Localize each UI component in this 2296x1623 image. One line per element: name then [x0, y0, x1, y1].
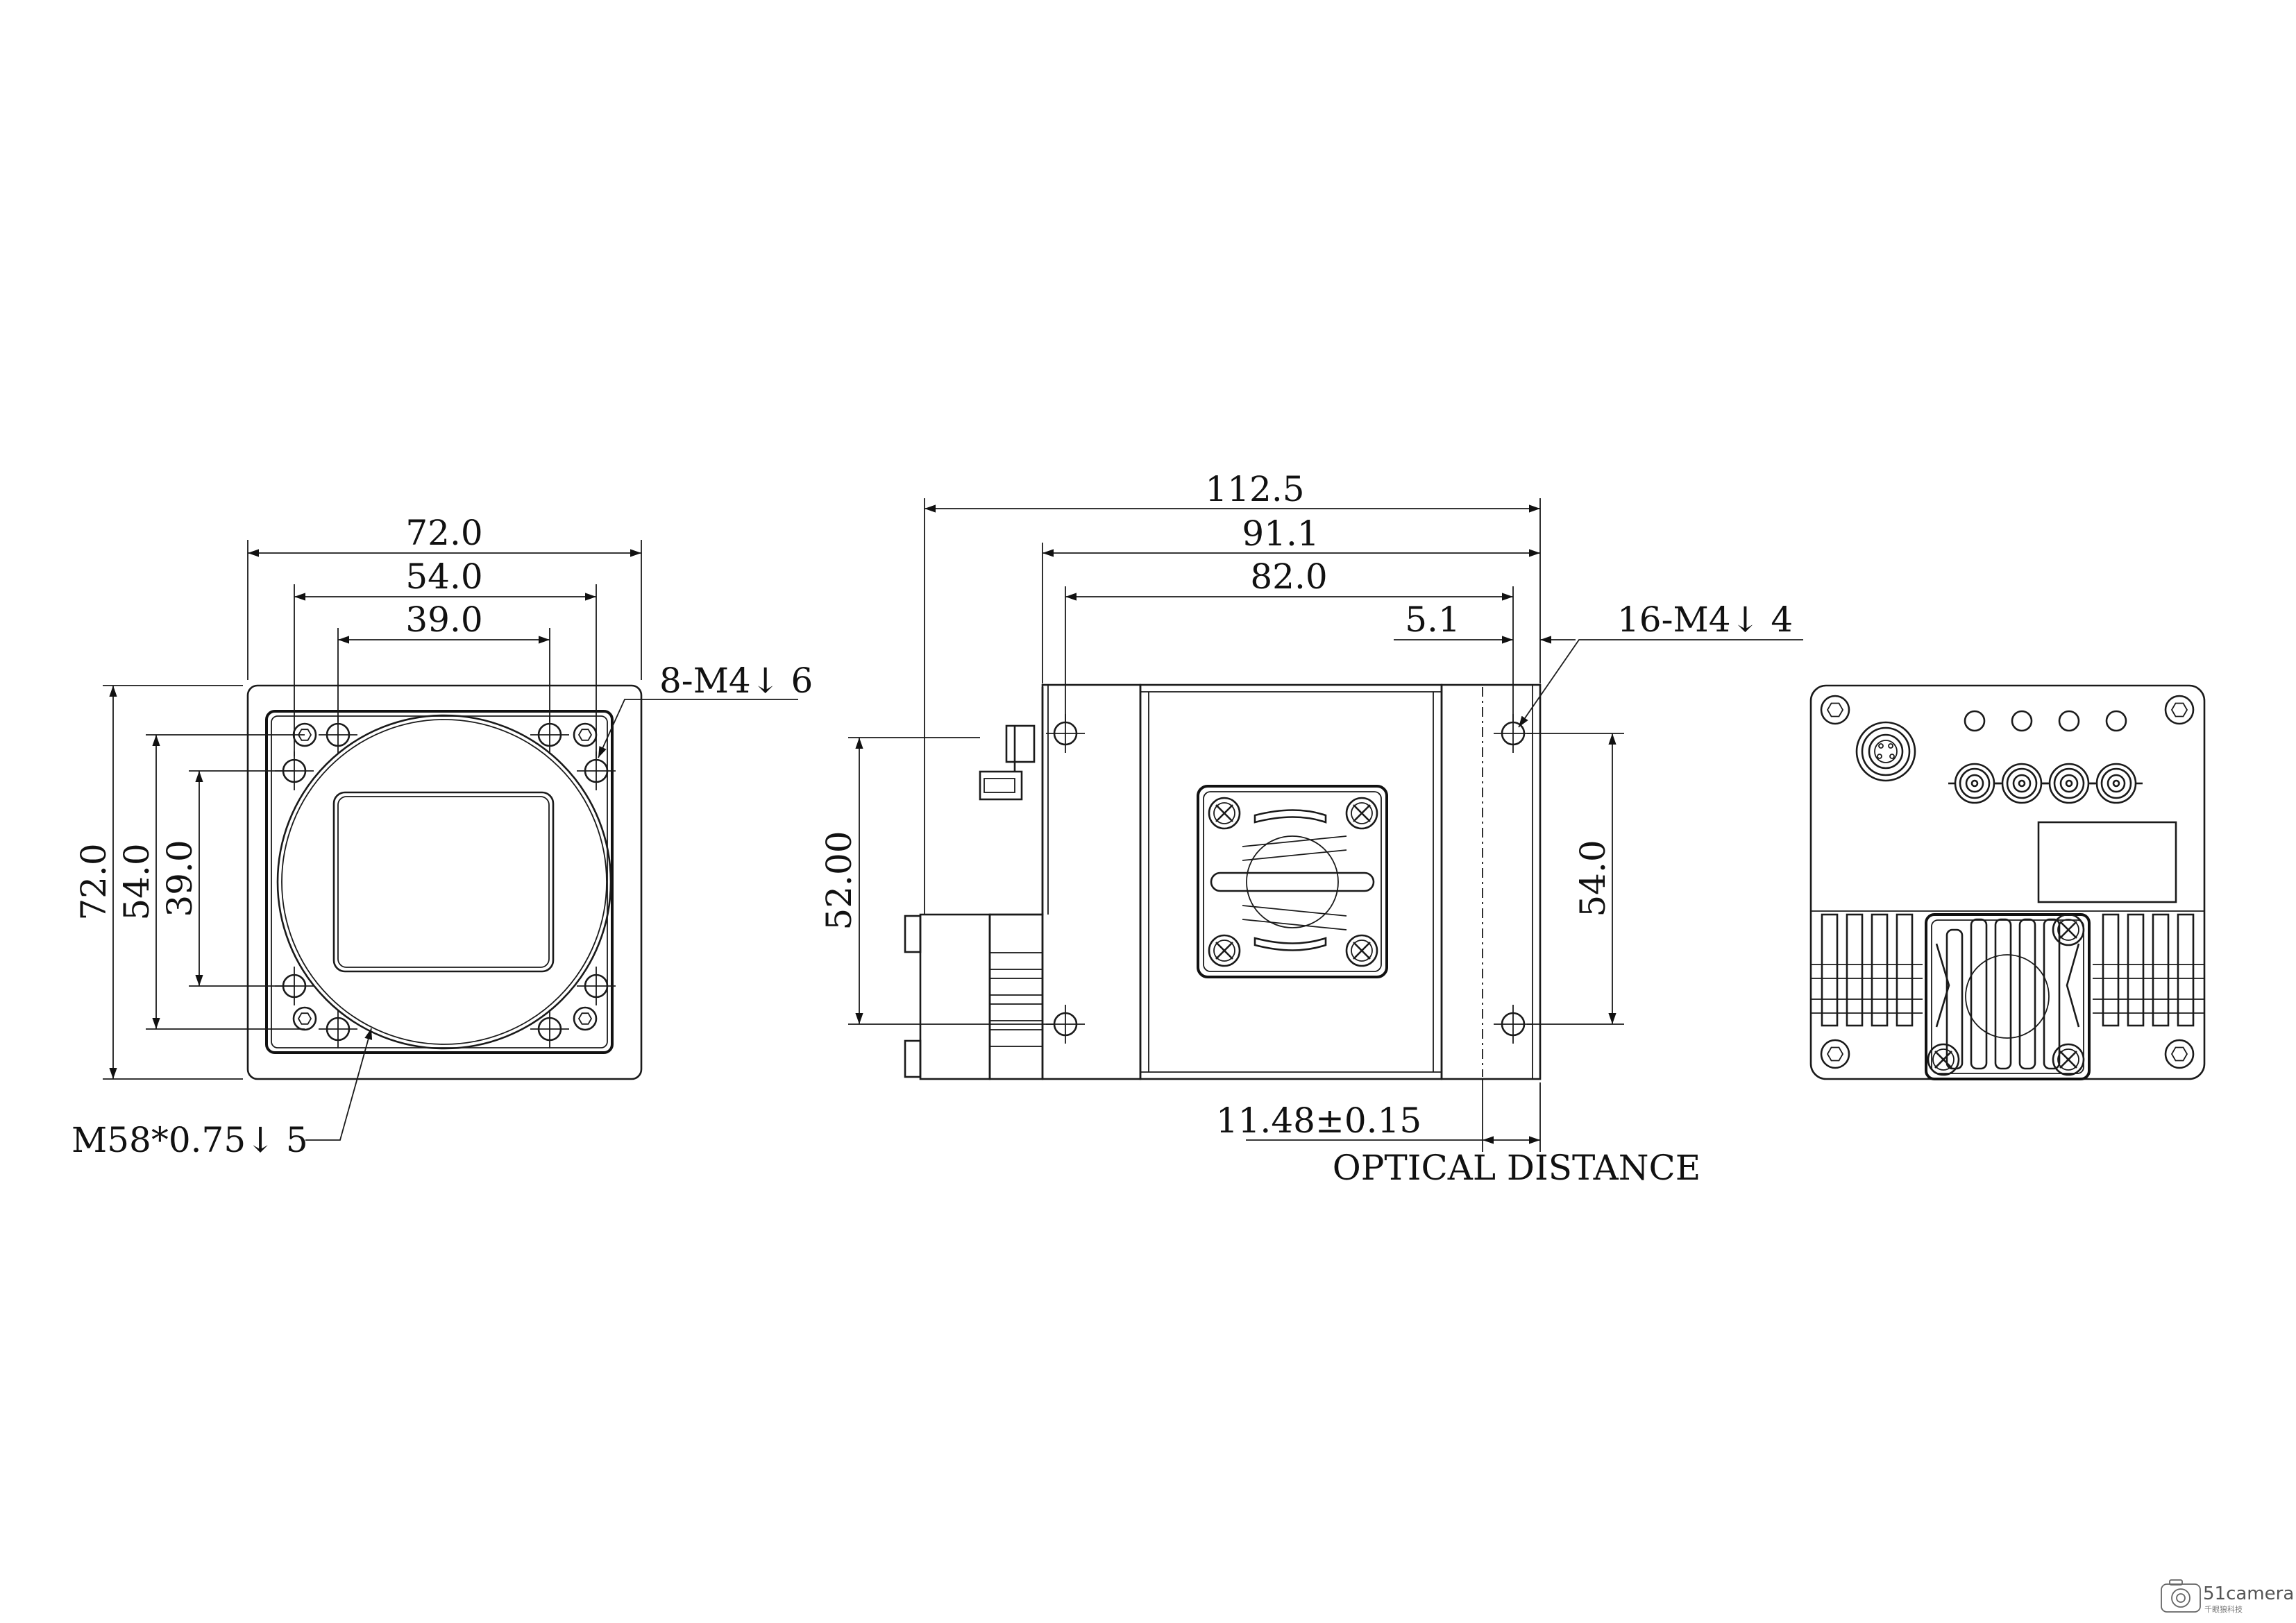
front-flange	[1041, 683, 1142, 1080]
thread-callout: M58*0.75↓ 5	[71, 1120, 308, 1160]
front-width-mid: 54.0	[405, 556, 482, 597]
heat-sink	[1811, 910, 2204, 1027]
coax-connectors	[1947, 763, 2144, 804]
lens-mount-ring	[276, 714, 612, 1050]
front-outer-body	[246, 684, 643, 1080]
side-height-left: 52.00	[819, 831, 859, 930]
front-width-outer: 72.0	[405, 513, 482, 553]
front-view: 72.0 54.0 39.0 72.0 54.0 39.0 8-M4↓ 6 M5…	[71, 513, 813, 1160]
front-holes-callout: 8-M4↓ 6	[659, 661, 813, 701]
rear-fan	[1925, 913, 2091, 1080]
side-holes-callout: 16-M4↓ 4	[1617, 600, 1793, 640]
watermark-caption: 千眼狼科技	[2204, 1604, 2243, 1614]
front-height-inner: 39.0	[160, 840, 200, 917]
side-length-4: 5.1	[1405, 600, 1460, 640]
front-height-dims	[103, 685, 305, 1080]
side-length-total: 112.5	[1205, 469, 1304, 509]
lens-adapter	[988, 913, 1044, 1080]
status-leds	[1964, 710, 2127, 732]
side-view: 112.5 91.1 82.0 5.1 16-M4↓ 4 52.00 54.0 …	[819, 469, 1803, 1188]
front-width-inner: 39.0	[405, 600, 482, 640]
fan-panel	[1197, 785, 1388, 978]
optical-distance-value: 11.48±0.15	[1216, 1101, 1421, 1141]
side-length-3: 82.0	[1250, 556, 1327, 597]
optical-distance-label: OPTICAL DISTANCE	[1333, 1148, 1701, 1188]
label-plate	[2037, 821, 2177, 903]
rear-view	[1809, 684, 2206, 1080]
side-height-right: 54.0	[1573, 840, 1613, 917]
side-fitting	[1005, 724, 1036, 763]
main-housing	[1139, 683, 1443, 1080]
watermark: 51camera 千眼狼科技	[2161, 1579, 2294, 1614]
front-height-outer: 72.0	[74, 843, 114, 920]
sensor-window	[332, 791, 555, 973]
camera-logo-icon	[2161, 1579, 2201, 1613]
front-mount-plate	[265, 710, 614, 1054]
rear-section	[1440, 683, 1542, 1080]
power-connector	[1855, 721, 1916, 782]
front-height-mid: 54.0	[117, 843, 157, 920]
side-length-2: 91.1	[1242, 513, 1319, 554]
front-width-dims	[247, 540, 642, 756]
watermark-logo-text: 51camera	[2203, 1583, 2294, 1604]
side-length-dims	[924, 498, 1576, 915]
